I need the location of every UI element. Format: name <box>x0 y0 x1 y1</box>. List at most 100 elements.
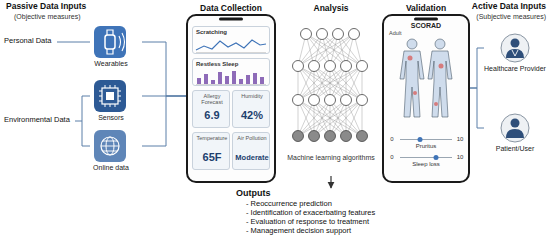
sensor-icon <box>94 80 126 112</box>
sensor-icon <box>102 88 118 104</box>
neural-network <box>314 100 362 136</box>
bracket-connector <box>470 48 484 88</box>
patient-icon <box>501 114 529 142</box>
eczema-spot <box>408 56 413 61</box>
chart-card: Scratching <box>192 26 270 54</box>
sensor-icon <box>99 85 121 107</box>
sleep-chart <box>199 71 262 84</box>
provider-icon <box>501 34 529 62</box>
slider-min: 0 <box>388 136 396 143</box>
neural-network <box>357 61 368 72</box>
neural-network <box>333 29 344 40</box>
body-figure <box>407 39 417 49</box>
outputs-heading: Outputs <box>236 188 316 198</box>
neural-network <box>357 95 368 106</box>
tile-value: 42% <box>233 109 271 122</box>
neural-network <box>314 100 362 136</box>
phone-screen: Data CollectionScratchingRestless SleepA… <box>186 4 276 184</box>
slider-min: 0 <box>388 154 396 161</box>
phone-outline <box>187 15 275 182</box>
slider-max: 10 <box>454 136 466 143</box>
neural-network <box>325 61 336 72</box>
neural-network <box>341 131 352 142</box>
body-figure <box>435 39 445 49</box>
section-heading: Passive Data Inputs <box>6 2 126 12</box>
wearables-icon <box>107 30 113 54</box>
eczema-spot <box>413 91 417 95</box>
tile-value: 6.9 <box>193 109 231 122</box>
neural-network <box>346 100 362 136</box>
neural-network <box>341 61 352 72</box>
neural-network <box>338 34 362 66</box>
neural-network <box>341 95 352 106</box>
icon-label: Sensors <box>80 114 142 122</box>
tile-value: 65F <box>193 151 231 164</box>
tile-value: Moderate <box>233 154 271 163</box>
slider-max: 10 <box>454 154 466 161</box>
phone-outline <box>383 15 469 182</box>
leader-line <box>75 96 90 146</box>
wearables-icon <box>94 26 126 58</box>
section-subheading: (Subjective measures) <box>430 13 546 21</box>
input-group-label: Environmental Data <box>4 116 76 125</box>
patient-icon <box>501 114 529 142</box>
user-node: Healthcare Provider <box>484 34 546 84</box>
online-data-icon <box>101 137 119 155</box>
neural-network <box>330 34 354 66</box>
slider-label: Pruritus <box>398 143 454 150</box>
screen-note: Adult <box>389 30 419 36</box>
phone-outline <box>414 18 438 21</box>
neural-network <box>309 131 320 142</box>
neural-network <box>298 34 322 66</box>
wearables-icon <box>94 26 126 58</box>
tile-label: Air Pollution <box>234 135 270 141</box>
section-subheading: (Objective measures) <box>14 13 124 21</box>
eczema-spot <box>439 64 444 69</box>
slider <box>434 155 439 160</box>
neural-network <box>357 131 368 142</box>
slider <box>418 137 423 142</box>
eczema-spot <box>434 102 438 106</box>
neural-network <box>293 29 368 142</box>
column-heading: Data Collection <box>186 4 276 14</box>
neural-network <box>298 66 346 100</box>
bracket-connector <box>142 42 186 96</box>
user-node: Patient/User <box>484 114 546 158</box>
neural-network <box>325 95 336 106</box>
tile-label: Temperature <box>194 135 230 141</box>
bracket-connector <box>470 88 484 128</box>
sleep-chart <box>196 71 266 85</box>
icon-label: Healthcare Provider <box>484 65 546 73</box>
tile-label: Allergy Forecast <box>194 93 230 106</box>
input-group-label: Personal Data <box>4 37 66 46</box>
section-heading: Active Data Inputs <box>430 2 546 12</box>
column-heading: Validation <box>382 4 470 14</box>
leader-line <box>57 42 90 43</box>
neural-network <box>314 66 362 100</box>
output-item: - Reoccurrence prediction <box>246 200 446 209</box>
data-source-node: Wearables <box>80 26 142 72</box>
data-source-node: Online data <box>80 130 142 176</box>
wearables-icon <box>105 35 115 49</box>
chart-card: Restless Sleep <box>192 58 270 86</box>
online-data-icon <box>94 130 126 162</box>
weather-tile: Temperature 65F <box>192 132 230 170</box>
neural-network <box>293 131 304 142</box>
output-item: - Evaluation of response to treatment <box>246 218 446 227</box>
neural-network <box>309 61 320 72</box>
neural-network <box>298 100 346 136</box>
sensor-icon <box>94 80 126 112</box>
output-item: - Management decision support <box>246 227 446 236</box>
neural-network <box>314 66 362 100</box>
online-data-icon <box>101 141 119 151</box>
neural-network <box>346 100 362 136</box>
neural-network <box>298 66 346 100</box>
provider-icon <box>512 50 518 56</box>
card-title: Scratching <box>196 29 268 36</box>
output-item: - Identification of exacerbating feature… <box>246 209 446 218</box>
phone-outline <box>187 15 275 182</box>
leader-line <box>57 42 90 146</box>
sensor-icon <box>106 92 114 100</box>
analysis-network: AnalysisMachine learning algorithms <box>284 4 378 176</box>
